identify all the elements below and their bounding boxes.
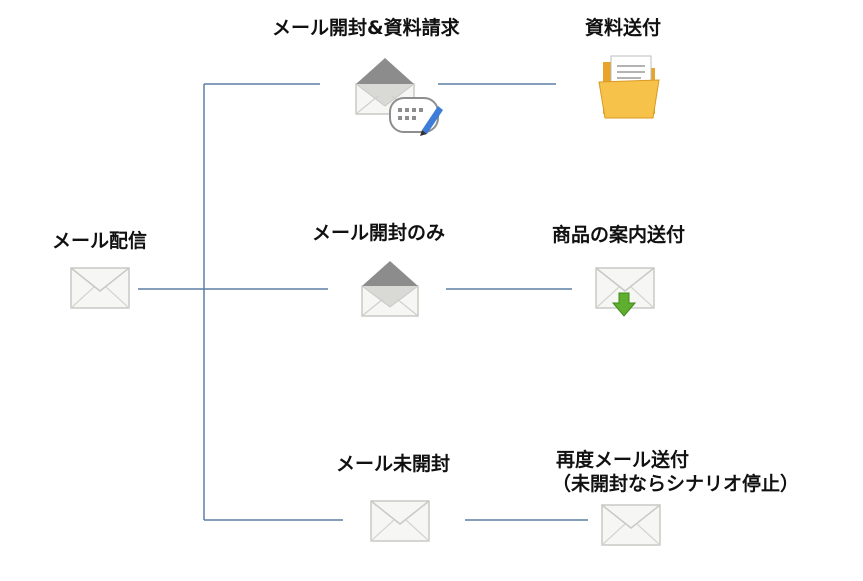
opened-only-label: メール開封のみ: [312, 222, 446, 244]
start-label: メール配信: [52, 230, 148, 252]
open-envelope-with-chat-icon: [354, 54, 444, 142]
resend-label-line2: （未開封ならシナリオ停止）: [552, 473, 800, 495]
send-materials-label: 資料送付: [585, 17, 662, 39]
open-envelope-icon: [361, 259, 421, 321]
closed-envelope-icon: [370, 500, 430, 546]
closed-envelope-icon: [601, 504, 661, 550]
resend-label-line1: 再度メール送付: [556, 449, 690, 471]
open-folder-icon: [597, 52, 663, 126]
envelope-with-download-arrow-icon: [595, 267, 657, 323]
unopened-label: メール未開封: [336, 453, 451, 475]
send-product-info-label: 商品の案内送付: [552, 224, 686, 246]
opened-and-requested-label: メール開封&資料請求: [272, 17, 460, 39]
closed-envelope-icon: [70, 267, 130, 313]
